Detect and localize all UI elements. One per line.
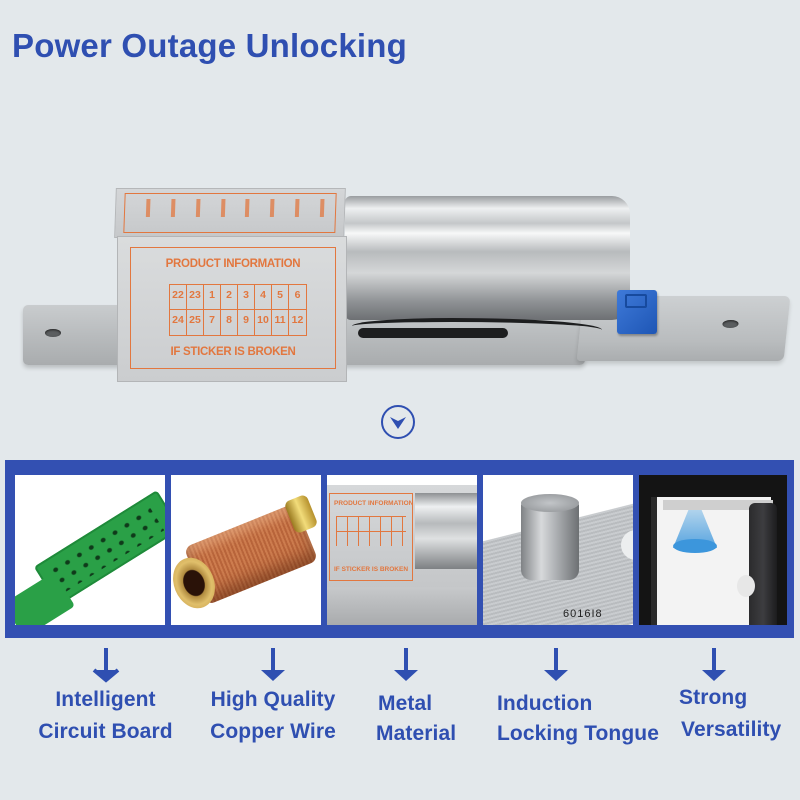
feature-copper-wire: High Quality Copper Wire xyxy=(198,646,348,744)
grid-cell: 4 xyxy=(255,285,272,310)
locking-tongue-image xyxy=(521,494,579,580)
terminal-connector xyxy=(617,290,657,334)
arrow-down-icon xyxy=(702,648,726,681)
arrow-down-icon xyxy=(261,648,285,681)
grid-cell: 3 xyxy=(238,285,255,310)
product-sticker: PRODUCT INFORMATION 22 23 1 2 3 4 5 6 24… xyxy=(130,247,336,369)
tile-metal-material: PRODUCT INFORMATION IF STICKER IS BROKEN xyxy=(327,475,477,625)
chevron-down-circle-icon xyxy=(381,405,415,439)
arrow-down-icon xyxy=(92,648,119,683)
tile-versatility xyxy=(639,475,787,625)
grid-cell: 25 xyxy=(187,310,204,335)
grid-cell: 23 xyxy=(187,285,204,310)
grid-cell: 2 xyxy=(221,285,238,310)
tile-circuit-board xyxy=(15,475,165,625)
grid-cell: 5 xyxy=(272,285,289,310)
grid-cell: 12 xyxy=(291,314,304,326)
page-title: Power Outage Unlocking xyxy=(12,27,407,64)
tile-locking-tongue: 6016I8 xyxy=(483,475,633,625)
sticker-heading: PRODUCT INFORMATION xyxy=(165,258,301,270)
grid-cell: 11 xyxy=(272,310,289,335)
printed-specs xyxy=(145,199,325,225)
feature-versatility: Strong Versatility xyxy=(676,646,800,742)
grid-cell: 1 xyxy=(204,285,221,310)
grid-cell: 7 xyxy=(204,310,221,335)
wire xyxy=(358,328,508,338)
feature-metal-material: Metal Material xyxy=(370,646,475,746)
screw-hole xyxy=(45,329,61,337)
arrow-down-icon xyxy=(544,648,568,681)
sticker-grid: 22 23 1 2 3 4 5 6 24 25 7 8 9 10 11 12 xyxy=(169,284,307,336)
grid-cell: 24 xyxy=(170,310,187,335)
feature-image-panel: PRODUCT INFORMATION IF STICKER IS BROKEN… xyxy=(5,460,794,638)
grid-cell: 9 xyxy=(238,310,255,335)
grid-cell: 8 xyxy=(221,310,238,335)
grid-cell: 10 xyxy=(255,310,272,335)
lock-box-front: PRODUCT INFORMATION 22 23 1 2 3 4 5 6 24… xyxy=(117,236,347,382)
lock-cylinder xyxy=(345,196,630,320)
feature-locking-tongue: Induction Locking Tongue xyxy=(493,646,663,746)
feature-circuit-board: Intelligent Circuit Board xyxy=(28,646,183,744)
wire xyxy=(352,318,602,338)
lock-box-top xyxy=(114,188,346,238)
sticker-footer: IF STICKER IS BROKEN xyxy=(170,346,296,358)
sticker-closeup: PRODUCT INFORMATION IF STICKER IS BROKEN xyxy=(329,493,413,581)
grid-cell: 6 xyxy=(289,285,306,310)
tile-copper-wire xyxy=(171,475,321,625)
screw-hole xyxy=(722,320,739,328)
arrow-down-icon xyxy=(394,648,418,681)
grid-cell: 22 xyxy=(170,285,187,310)
chevron-down-icon xyxy=(390,417,406,429)
